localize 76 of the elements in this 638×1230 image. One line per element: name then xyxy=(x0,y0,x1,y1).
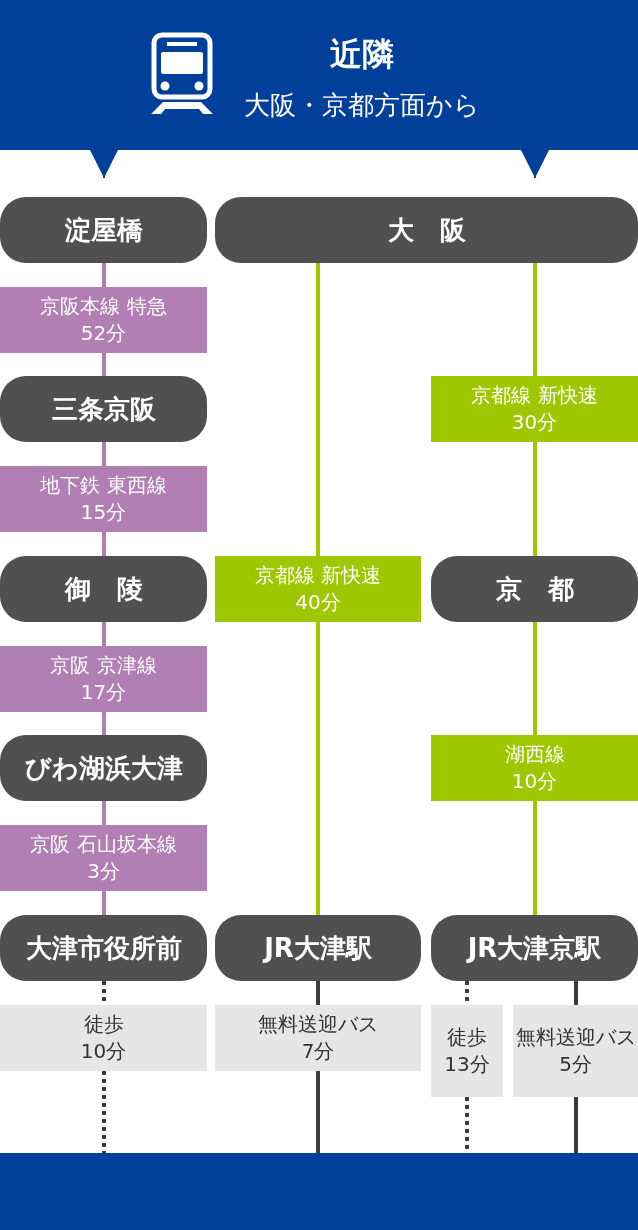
travel-time: 3分 xyxy=(87,858,120,885)
travel-time: 17分 xyxy=(80,679,127,706)
access-box xyxy=(215,1005,421,1071)
line-name: 京阪 石山坂本線 xyxy=(30,831,177,858)
station-name: JR大津京駅 xyxy=(467,932,602,965)
line-name: 京都線 新快速 xyxy=(471,382,598,409)
route-line xyxy=(533,801,537,915)
station-name: 大 阪 xyxy=(387,214,466,247)
access-box xyxy=(0,1005,207,1071)
route-box xyxy=(0,287,207,353)
route-line xyxy=(102,353,106,376)
route-line xyxy=(102,442,106,466)
route-line xyxy=(533,442,537,556)
line-name: 京都線 新快速 xyxy=(254,562,382,589)
travel-time: 7分 xyxy=(301,1038,335,1065)
travel-time: 30分 xyxy=(511,409,558,436)
dotted-route-line xyxy=(102,1071,106,1153)
travel-time: 10分 xyxy=(511,768,558,795)
route-box xyxy=(0,646,207,712)
travel-time: 5分 xyxy=(559,1051,592,1078)
travel-time: 15分 xyxy=(80,499,127,526)
access-mode: 徒歩 xyxy=(447,1024,487,1051)
line-name: 京阪 京津線 xyxy=(50,652,157,679)
route-box xyxy=(0,466,207,532)
route-line xyxy=(316,981,320,1005)
header-title: 近隣 xyxy=(329,34,395,74)
route-line xyxy=(102,622,106,646)
station-name: 御 陵 xyxy=(64,573,143,606)
route-box xyxy=(0,825,207,891)
pointer-arrow xyxy=(90,149,118,179)
station-box xyxy=(215,197,638,263)
station-box xyxy=(431,556,638,622)
travel-time: 40分 xyxy=(295,589,341,616)
station-box xyxy=(0,735,207,801)
route-line xyxy=(102,801,106,825)
station-box xyxy=(431,915,638,981)
station-name: 三条京阪 xyxy=(51,393,156,426)
access-box xyxy=(431,1005,503,1097)
access-mode: 徒歩 xyxy=(83,1011,124,1038)
route-line xyxy=(316,1071,320,1153)
travel-time: 52分 xyxy=(80,320,127,347)
line-name: 湖西線 xyxy=(504,741,565,768)
station-name: びわ湖浜大津 xyxy=(24,752,183,785)
route-line xyxy=(574,981,578,1005)
route-line xyxy=(102,532,106,556)
route-box xyxy=(431,376,638,442)
route-line xyxy=(316,622,320,915)
header-subtitle: 大阪・京都方面から xyxy=(243,89,481,122)
route-line xyxy=(574,1097,578,1153)
travel-time: 10分 xyxy=(80,1038,127,1065)
pointer-arrow xyxy=(521,149,549,179)
station-name: 大津市役所前 xyxy=(25,932,182,965)
station-box xyxy=(215,915,421,981)
route-box xyxy=(431,735,638,801)
station-name: 淀屋橋 xyxy=(64,214,143,247)
route-box xyxy=(215,556,421,622)
station-box xyxy=(0,556,207,622)
station-name: JR大津駅 xyxy=(264,932,372,965)
access-box xyxy=(513,1005,638,1097)
station-box xyxy=(0,915,207,981)
route-line xyxy=(102,712,106,735)
station-box xyxy=(0,197,207,263)
line-name: 地下鉄 東西線 xyxy=(40,472,167,499)
station-box xyxy=(0,376,207,442)
footer-band xyxy=(0,1153,638,1230)
access-mode: 無料送迎バス xyxy=(258,1011,378,1038)
line-name: 京阪本線 特急 xyxy=(40,293,167,320)
route-line xyxy=(533,263,537,376)
route-line xyxy=(533,622,537,735)
route-line xyxy=(102,263,106,287)
access-mode: 無料送迎バス xyxy=(515,1024,636,1051)
route-line xyxy=(316,263,320,556)
route-line xyxy=(102,891,106,915)
travel-time: 13分 xyxy=(444,1051,490,1078)
header-band xyxy=(0,0,638,150)
station-name: 京 都 xyxy=(495,573,574,606)
